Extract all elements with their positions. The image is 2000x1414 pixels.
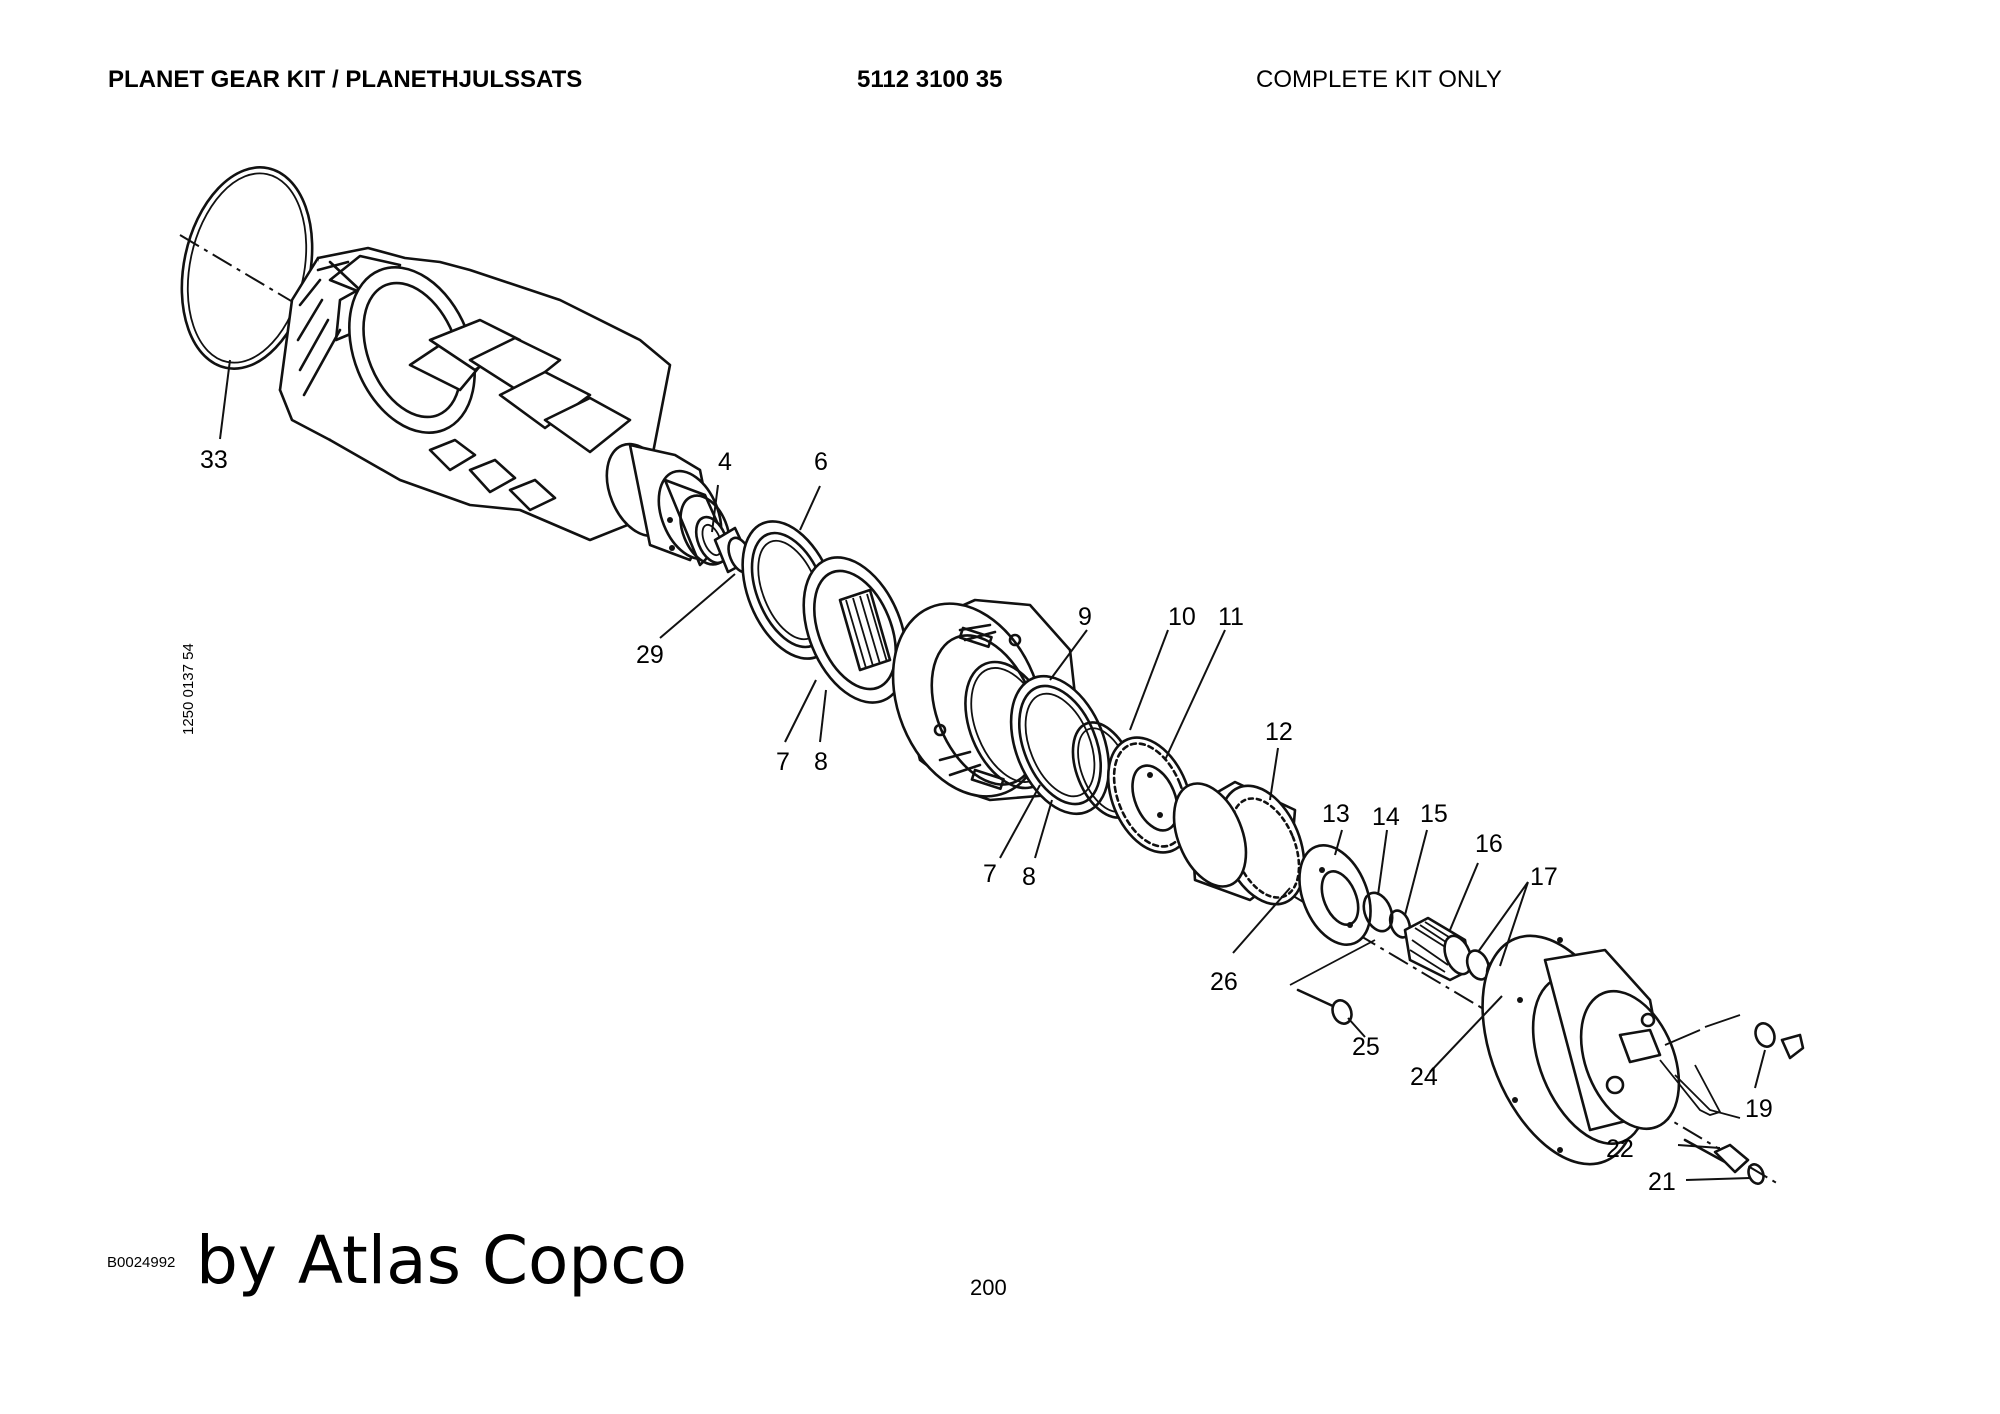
callout-8-lower: 8 [1022, 863, 1036, 891]
kit-note: COMPLETE KIT ONLY [1256, 66, 1502, 93]
callout-10: 10 [1168, 603, 1196, 631]
ring-gear-12 [1172, 780, 1306, 906]
leader-lines [219, 359, 1766, 1181]
callout-8-upper: 8 [814, 748, 828, 776]
page-number: 200 [970, 1275, 1007, 1300]
callout-25: 25 [1352, 1033, 1380, 1061]
pin-22 [1683, 1138, 1750, 1174]
callout-21: 21 [1648, 1168, 1676, 1196]
callout-11: 11 [1218, 603, 1244, 631]
part-number: 5112 3100 35 [857, 66, 1003, 93]
bolt-25 [1289, 939, 1376, 1025]
page-title: PLANET GEAR KIT / PLANETHJULSSATS [108, 66, 583, 93]
ring-14 [1362, 891, 1394, 933]
callout-29: 29 [636, 641, 664, 669]
alignment-lines [1659, 1059, 1741, 1119]
callout-24: 24 [1410, 1063, 1438, 1091]
washer-13 [1298, 844, 1372, 946]
watermark: by Atlas Copco [196, 1222, 687, 1299]
callout-15: 15 [1420, 800, 1448, 828]
callout-22: 22 [1606, 1135, 1634, 1163]
callout-17: 17 [1530, 863, 1558, 891]
side-reference-code: 1250 0137 54 [180, 643, 197, 735]
output-hub [1481, 934, 1681, 1166]
callout-14: 14 [1372, 803, 1400, 831]
callout-6: 6 [814, 448, 828, 476]
callout-19: 19 [1745, 1095, 1773, 1123]
callout-7-lower: 7 [983, 860, 997, 888]
clip-19 [1664, 1014, 1805, 1060]
callout-26: 26 [1210, 968, 1238, 996]
callout-16: 16 [1475, 830, 1503, 858]
callout-4: 4 [718, 448, 732, 476]
gear-11 [1106, 736, 1194, 854]
drawing-code: B0024992 [107, 1254, 176, 1271]
bearing-7-8-upper [802, 556, 908, 704]
callout-12: 12 [1265, 718, 1293, 746]
callout-33: 33 [200, 446, 228, 474]
callout-13: 13 [1322, 800, 1350, 828]
callout-7-upper: 7 [776, 748, 790, 776]
ring-21 [1747, 1163, 1765, 1185]
callout-9: 9 [1078, 603, 1092, 631]
planet-gear-16 [1403, 916, 1473, 982]
gearbox-housing [278, 246, 731, 567]
